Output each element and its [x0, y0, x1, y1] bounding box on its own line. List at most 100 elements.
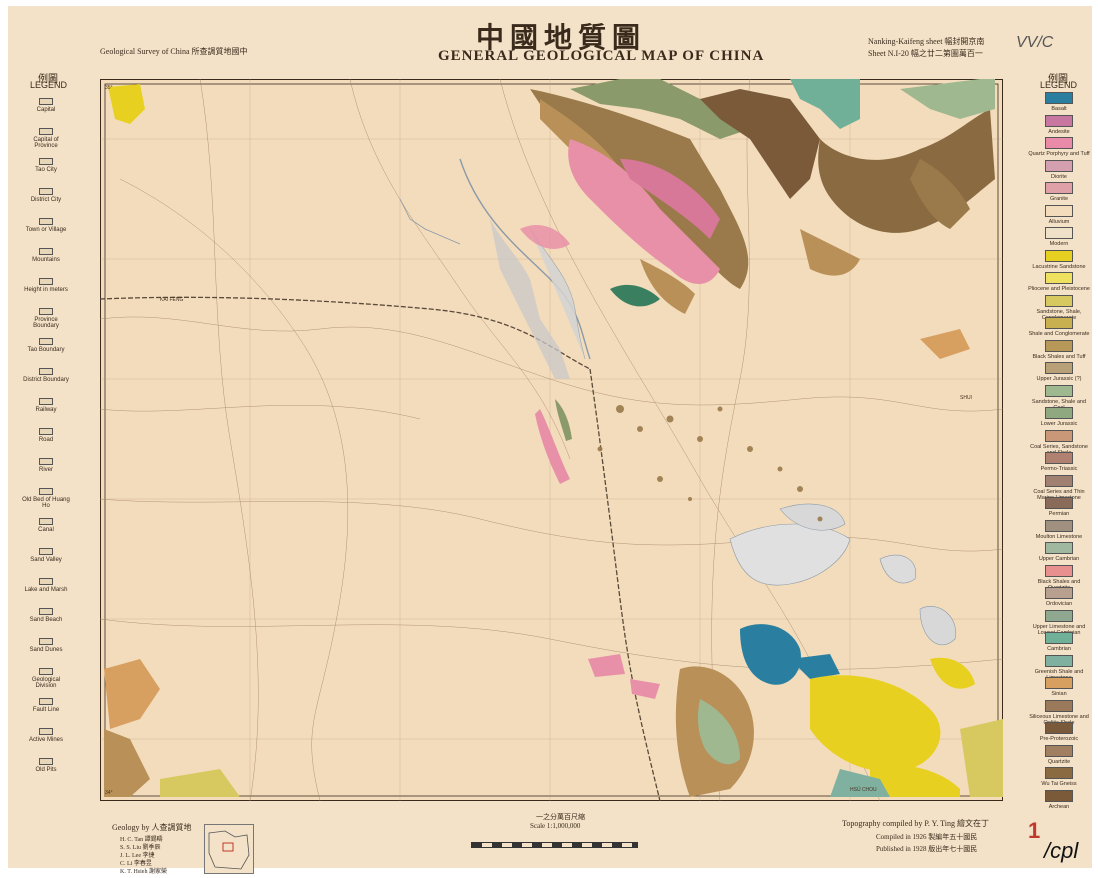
legend-right-label: Ordovician — [1045, 601, 1073, 607]
legend-swatch — [1045, 632, 1073, 644]
legend-left-label: Height in meters — [24, 287, 68, 293]
legend-swatch — [1045, 587, 1073, 599]
legend-right-label: Moulton Limestone — [1035, 533, 1083, 540]
legend-symbol-icon — [39, 338, 53, 345]
legend-right-item: Permian — [1026, 497, 1092, 517]
legend-symbol-icon — [39, 398, 53, 405]
legend-symbol-icon — [39, 728, 53, 735]
legend-left-label: Town or Village — [25, 227, 67, 233]
legend-left-title-cn: 例圖 — [38, 74, 58, 85]
legend-swatch — [1045, 474, 1073, 487]
map-sheet: 中國地質圖 GENERAL GEOLOGICAL MAP OF CHINA Ge… — [8, 6, 1092, 875]
compiled-date: Compiled in 1926 製編年五十國民 — [876, 833, 978, 841]
legend-swatch — [1045, 182, 1073, 194]
published-date: Published in 1928 版出年七十國民 — [876, 845, 978, 853]
sheet-number: Sheet N.I-20 幅之廿二第圖萬百一 — [868, 49, 983, 58]
legend-right-item: Sinian — [1026, 677, 1092, 697]
legend-symbol-icon — [39, 218, 53, 225]
legend-right-item: Lower Jurassic — [1026, 407, 1092, 427]
legend-symbol-icon — [39, 98, 53, 105]
legend-right-item: Black Shales and Tuff — [1026, 339, 1092, 360]
legend-swatch — [1045, 272, 1073, 284]
legend-left-label: Sand Valley — [30, 557, 62, 563]
legend-swatch — [1045, 699, 1073, 712]
legend-symbol-icon — [39, 368, 53, 375]
legend-left-item: Capital of Province — [22, 128, 70, 149]
inset-map — [204, 824, 254, 874]
legend-right-label: Basalt — [1051, 106, 1067, 112]
legend-swatch — [1045, 249, 1073, 262]
legend-symbol-icon — [39, 488, 53, 495]
legend-left-label: Sand Dunes — [29, 647, 63, 653]
legend-right-label: Upper Jurassic (?) — [1036, 376, 1082, 382]
svg-text:SHUI: SHUI — [960, 395, 972, 401]
legend-right-item: Basalt — [1026, 92, 1092, 112]
legend-left-item: Geological Division — [22, 668, 70, 689]
legend-right-item: Granite — [1026, 182, 1092, 202]
topography-credit: Topography compiled by P. Y. Ting 繪文在丁 — [842, 819, 990, 828]
legend-right-item: Diorite — [1026, 159, 1092, 180]
legend-swatch — [1045, 92, 1073, 104]
legend-swatch — [1045, 722, 1073, 734]
legend-swatch — [1045, 159, 1073, 172]
legend-symbol-icon — [39, 158, 53, 165]
legend-left-label: Mountains — [32, 257, 60, 263]
geologist-name: J. L. Lee 李捷 — [120, 853, 155, 859]
survey-credit: Geological Survey of China 所查調質地國中 — [100, 47, 248, 56]
legend-symbol-icon — [39, 278, 53, 285]
legend-right-item: Lacustrine Sandstone — [1026, 249, 1092, 270]
legend-swatch — [1045, 362, 1073, 374]
legend-left-label: Canal — [38, 527, 54, 533]
legend-right-item: Cambrian — [1026, 632, 1092, 652]
legend-right-title-cn: 例圖 — [1048, 74, 1068, 85]
legend-swatch — [1045, 114, 1073, 127]
legend-swatch — [1045, 384, 1073, 397]
legend-left-item: Road — [22, 428, 70, 443]
svg-text:KAI FENG: KAI FENG — [160, 297, 183, 303]
legend-left-item: District City — [22, 188, 70, 203]
geologist-name: K. T. Hsieh 謝家榮 — [120, 869, 167, 875]
legend-right-label: Granite — [1049, 196, 1069, 202]
legend-right-item: Pre-Proterozoic — [1026, 722, 1092, 742]
legend-left-label: Tao Boundary — [27, 347, 65, 353]
legend-right-label: Permo-Triassic — [1040, 466, 1078, 472]
legend-left-label: Capital — [36, 107, 56, 113]
legend-left-label: Railway — [35, 407, 57, 413]
legend-symbol-icon — [39, 698, 53, 705]
legend-symbol-icon — [39, 458, 53, 465]
sheet-name: Nanking-Kaifeng sheet 幅封開京南 — [868, 37, 985, 46]
legend-left-item: District Boundary — [22, 368, 70, 383]
legend-left-item: Sand Dunes — [22, 638, 70, 653]
legend-left-item: River — [22, 458, 70, 473]
legend-swatch — [1045, 767, 1073, 779]
legend-symbol-icon — [39, 428, 53, 435]
legend-symbol-icon — [39, 128, 53, 135]
legend-left-item: Lake and Marsh — [22, 578, 70, 593]
map-title-chinese: 中國地質圖 — [476, 23, 647, 54]
legend-swatch — [1045, 137, 1073, 149]
geological-map[interactable]: KAI FENG HSÜ CHOU SHUI 35° 34° 115° 116°… — [100, 79, 1003, 801]
legend-left-item: Old Bed of Huang Ho — [22, 488, 70, 509]
legend-right-item: Wu Tai Gneiss — [1026, 767, 1092, 787]
legend-swatch — [1045, 609, 1073, 622]
legend-right-item: Andesite — [1026, 114, 1092, 135]
legend-right-item: Quartz Porphyry and Tuff — [1026, 137, 1092, 157]
svg-text:35°: 35° — [105, 85, 113, 91]
legend-right-item: Archean — [1026, 789, 1092, 810]
legend-left-label: Old Bed of Huang Ho — [22, 497, 70, 509]
legend-left-label: District City — [30, 197, 62, 203]
legend-right-label: Pliocene and Pleistocene — [1028, 286, 1090, 292]
legend-left-item: Tao Boundary — [22, 338, 70, 353]
legend-right-item: Pliocene and Pleistocene — [1026, 272, 1092, 292]
legend-left-item: Old Pits — [22, 758, 70, 773]
legend-symbol-icon — [39, 308, 53, 315]
legend-left-label: Fault Line — [32, 707, 60, 713]
legend-swatch — [1045, 429, 1073, 442]
handwritten-annotation: /cpl — [1044, 838, 1079, 863]
legend-symbol-icon — [39, 608, 53, 615]
map-frame[interactable]: KAI FENG HSÜ CHOU SHUI 35° 34° 115° 116°… — [100, 79, 1003, 801]
legend-swatch — [1045, 227, 1073, 239]
legend-symbol-icon — [39, 188, 53, 195]
legend-left-label: Province Boundary — [33, 317, 59, 329]
legend-swatch — [1045, 204, 1073, 217]
